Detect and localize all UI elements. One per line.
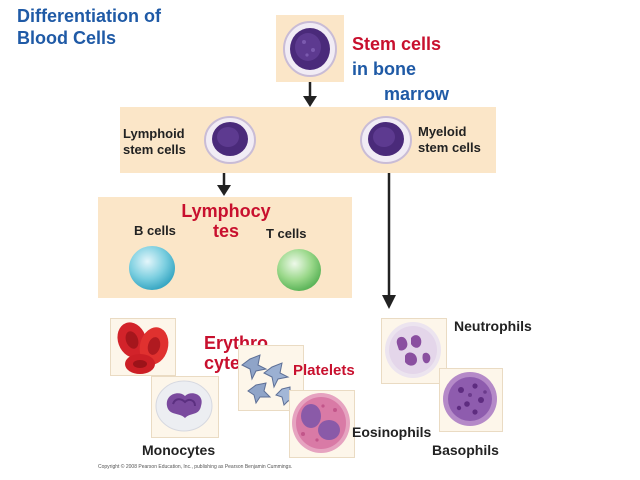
lymphoid-line-1: Lymphoid xyxy=(123,126,185,141)
neutrophils-label: Neutrophils xyxy=(454,318,532,334)
eosinophils-label: Eosinophils xyxy=(352,424,432,440)
diagram-title: Differentiation of Blood Cells xyxy=(17,5,217,49)
arrow-down-2 xyxy=(217,173,231,196)
lymphoid-line-2: stem cells xyxy=(123,142,186,157)
lymphoid-stem-image xyxy=(204,116,256,164)
myeloid-stem-image xyxy=(360,116,412,164)
stem-row-panel xyxy=(120,107,496,173)
stem-cells-line-3: marrow xyxy=(384,84,450,104)
erythrocytes-image xyxy=(117,322,169,374)
title-line-2: Blood Cells xyxy=(17,28,117,48)
arrow-down-3 xyxy=(382,173,396,309)
platelets-image xyxy=(241,354,298,406)
stem-cells-label: Stem cells in bone marrow xyxy=(352,32,449,107)
platelets-label: Platelets xyxy=(293,362,355,379)
b-cell-image xyxy=(129,246,175,290)
lymphocytes-line-2: tes xyxy=(212,221,239,241)
basophil-image xyxy=(443,372,497,426)
myeloid-stem-label: Myeloid stem cells xyxy=(418,124,481,156)
myeloid-line-1: Myeloid xyxy=(418,124,467,139)
lymphoid-stem-label: Lymphoid stem cells xyxy=(123,126,186,158)
monocytes-label: Monocytes xyxy=(142,442,216,458)
t-cells-label: T cells xyxy=(266,226,307,241)
t-cell-image xyxy=(277,249,321,291)
stem-cell-image xyxy=(283,21,337,77)
arrow-down-1 xyxy=(303,82,317,107)
stem-cells-line-2: in bone xyxy=(352,59,416,79)
basophils-label: Basophils xyxy=(432,442,499,458)
copyright-text: Copyright © 2008 Pearson Education, Inc.… xyxy=(98,464,293,470)
b-cells-label: B cells xyxy=(134,223,176,238)
neutrophil-image xyxy=(385,322,441,378)
lymphocytes-label: Lymphocy tes xyxy=(172,201,280,241)
myeloid-line-2: stem cells xyxy=(418,140,481,155)
eosinophil-image xyxy=(292,393,350,453)
monocyte-image xyxy=(155,380,213,432)
stem-cells-line-1: Stem cells xyxy=(352,34,442,54)
lymphocytes-line-1: Lymphocy xyxy=(181,201,271,221)
title-line-1: Differentiation of xyxy=(17,6,161,26)
